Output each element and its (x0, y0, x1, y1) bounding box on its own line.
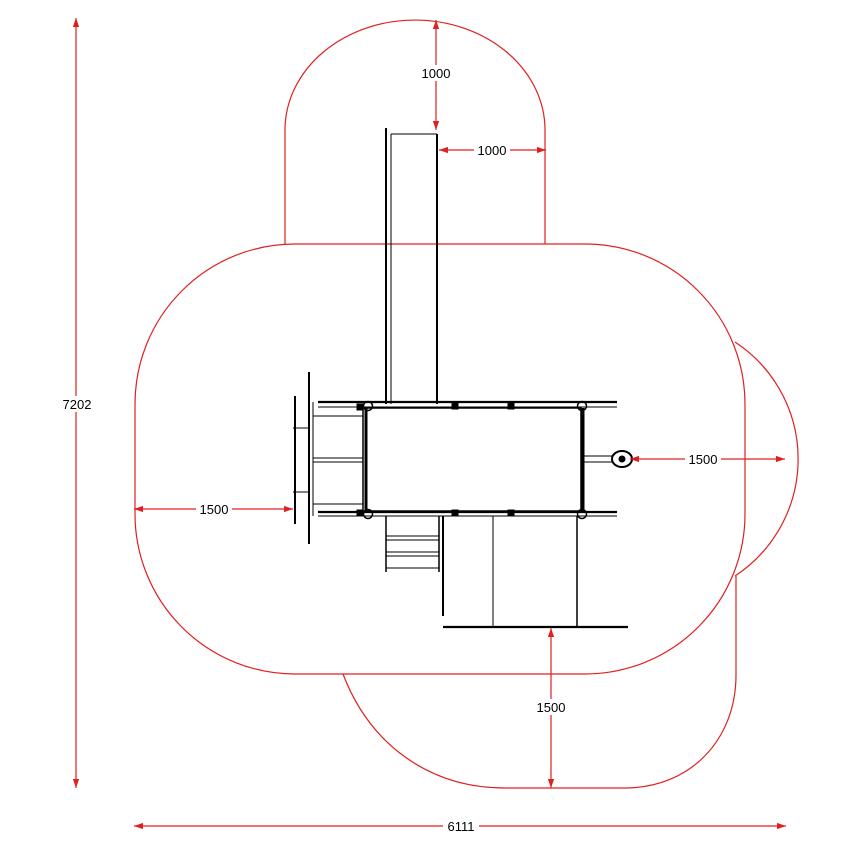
safety-zone-top-lobe (284, 19, 546, 244)
bottom-clearance-label: 1500 (537, 700, 566, 715)
overall-height-label: 7202 (63, 397, 92, 412)
left-climbing-panel (293, 372, 363, 544)
left-clearance-label: 1500 (200, 502, 229, 517)
slide-side-clearance-label: 1000 (478, 143, 507, 158)
dimensions: 7202 6111 1000 1000 1500 1500 1500 (60, 18, 786, 834)
safety-zone-bottom-lobe (342, 576, 737, 789)
main-platform (318, 400, 617, 520)
right-clearance-label: 1500 (689, 452, 718, 467)
bottom-frame (442, 516, 628, 629)
slide-top-clearance-label: 1000 (422, 66, 451, 81)
play-equipment (293, 128, 633, 629)
safety-zone (134, 19, 799, 789)
safety-zone-main-boundary (134, 243, 746, 675)
overall-width-label: 6111 (448, 819, 475, 834)
ladder (385, 516, 440, 572)
safety-zone-right-lobe (734, 341, 799, 577)
steering-wheel-handle (583, 450, 633, 468)
slide-chute (385, 128, 438, 404)
